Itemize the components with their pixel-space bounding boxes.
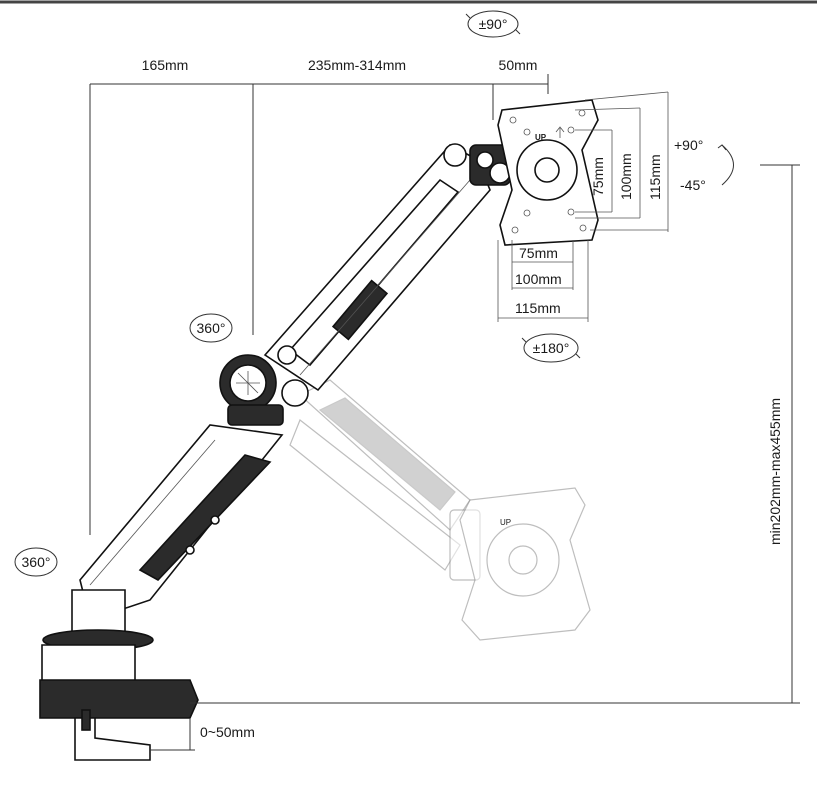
vesa-horizontal-115-label: 115mm: [515, 300, 561, 316]
tilt-arc-icon: [717, 144, 734, 186]
vesa-vertical-115-label: 115mm: [647, 154, 663, 200]
swivel-mid-icon: [189, 313, 233, 343]
rotate-180-icon: [521, 333, 581, 363]
vesa-plate: UP: [497, 99, 599, 246]
ghost-up-label: UP: [500, 518, 511, 527]
swivel-mid-label: 360°: [197, 320, 226, 336]
dim-165-label: 165mm: [142, 57, 189, 73]
swivel-base-label: 360°: [22, 554, 51, 570]
swivel-base-icon: [14, 547, 58, 577]
arm-elbow-joint: [219, 345, 309, 426]
arm-upper-joint: [469, 144, 511, 186]
dim-235-314-label: 235mm-314mm: [308, 57, 406, 73]
dim-50-label: 50mm: [499, 57, 538, 73]
vesa-horizontal-75-label: 75mm: [519, 245, 558, 261]
height-range-label: min202mm-max455mm: [767, 398, 783, 545]
arm-upper-segment: [263, 143, 491, 392]
vesa-vertical-75-label: 75mm: [590, 157, 606, 196]
plate-up-label: UP: [535, 133, 547, 142]
clamp-base: [39, 644, 199, 761]
tilt-up-label: +90°: [674, 137, 703, 153]
rotate-top-icon: [465, 10, 521, 38]
vesa-horizontal-100-label: 100mm: [515, 271, 562, 287]
vesa-vertical-100-label: 100mm: [618, 153, 634, 200]
tilt-down-label: -45°: [680, 177, 706, 193]
rotate-top-label: ±90°: [479, 16, 508, 32]
clamp-range-label: 0~50mm: [200, 724, 255, 740]
ghost-arm-lower-position: UP: [289, 379, 591, 641]
rotate-180-label: ±180°: [533, 340, 570, 356]
